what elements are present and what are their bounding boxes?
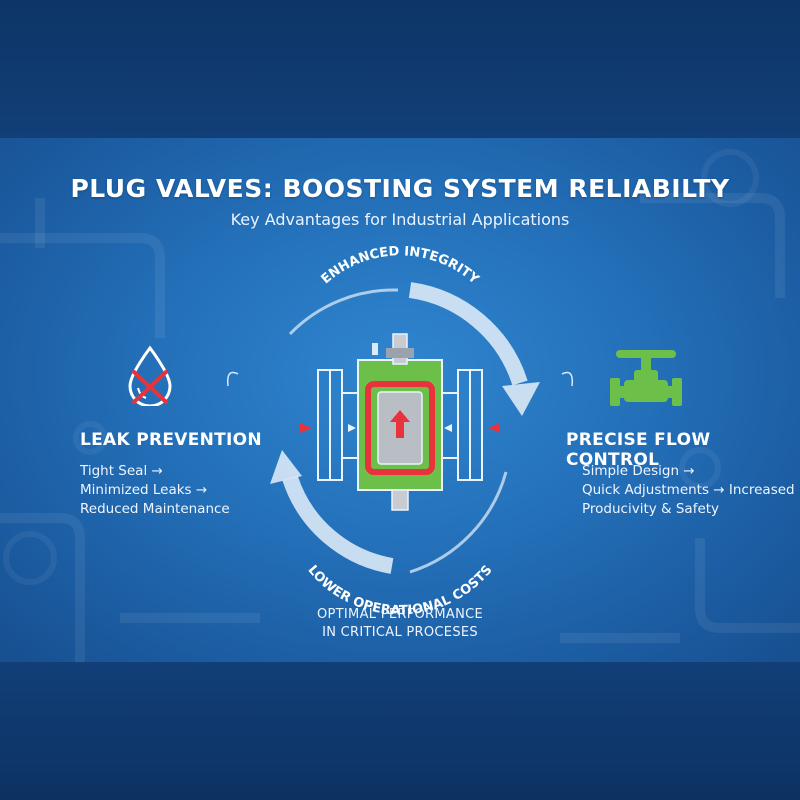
- flow-line-3: Producivity & Safety: [582, 501, 720, 517]
- flow-control-text: Simple Design → Quick Adjustments → Incr…: [582, 462, 795, 519]
- page-title: PLUG VALVES: BOOSTING SYSTEM RELIABILTY: [70, 174, 730, 203]
- enhanced-integrity-label: ENHANCED INTEGRITY: [319, 244, 482, 287]
- leak-drop-crossed-icon: [124, 344, 176, 410]
- leak-line-2: Minimized Leaks →: [80, 482, 208, 498]
- cycle-arrow-top-right: [408, 282, 528, 386]
- bottom-note-line-2: IN CRITICAL PROCESES: [322, 625, 478, 640]
- flow-line-2: Quick Adjustments → Increased: [582, 482, 795, 498]
- bottom-band: [0, 662, 800, 800]
- leak-prevention-text: Tight Seal → Minimized Leaks → Reduced M…: [80, 462, 230, 519]
- leak-line-1: Tight Seal →: [80, 463, 163, 479]
- cycle-diagram: ENHANCED INTEGRITY LOWER OPERATIONAL COS…: [226, 244, 574, 619]
- flow-control-title: PRECISE FLOW CONTROL: [566, 430, 711, 470]
- cycle-arrow-head-bottom-left: [270, 450, 302, 484]
- flow-line-1: Simple Design →: [582, 463, 695, 479]
- cycle-arrow-bottom-left: [282, 475, 394, 574]
- top-band: [0, 0, 800, 138]
- small-curl-arrow-right: [561, 371, 574, 387]
- bottom-note-line-1: OPTIMAL PERFORMANCE: [317, 607, 483, 622]
- page-subtitle: Key Advantages for Industrial Applicatio…: [230, 210, 570, 229]
- outer-ring-bottom-right: [409, 471, 508, 574]
- valve-cross-section-icon: [300, 333, 500, 511]
- valve-handwheel-icon: [608, 344, 684, 418]
- infographic-panel: PLUG VALVES: BOOSTING SYSTEM RELIABILTY …: [0, 138, 800, 662]
- cycle-arrow-head-top-right: [502, 382, 540, 416]
- leak-line-3: Reduced Maintenance: [80, 501, 230, 517]
- bottom-note: OPTIMAL PERFORMANCE IN CRITICAL PROCESES: [0, 606, 800, 642]
- leak-prevention-title: LEAK PREVENTION: [80, 430, 262, 450]
- background-pipes-decoration: [0, 149, 800, 662]
- outer-ring-top-left: [288, 288, 399, 336]
- small-curl-arrow-left: [226, 371, 239, 387]
